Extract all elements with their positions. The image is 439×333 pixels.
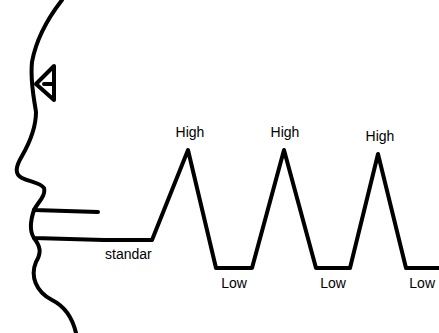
- sound-waveform: [104, 150, 439, 268]
- peak-label: High: [365, 128, 396, 144]
- face-profile: [17, 0, 98, 333]
- peak-label: High: [270, 124, 301, 140]
- trough-label: Low: [220, 275, 248, 291]
- eye-symbol: [36, 66, 54, 100]
- peak-label: High: [175, 124, 206, 140]
- trough-label: Low: [319, 275, 347, 291]
- baseline-label: standar: [104, 246, 153, 262]
- trough-label: Low: [408, 275, 436, 291]
- mouth-line: [31, 210, 104, 240]
